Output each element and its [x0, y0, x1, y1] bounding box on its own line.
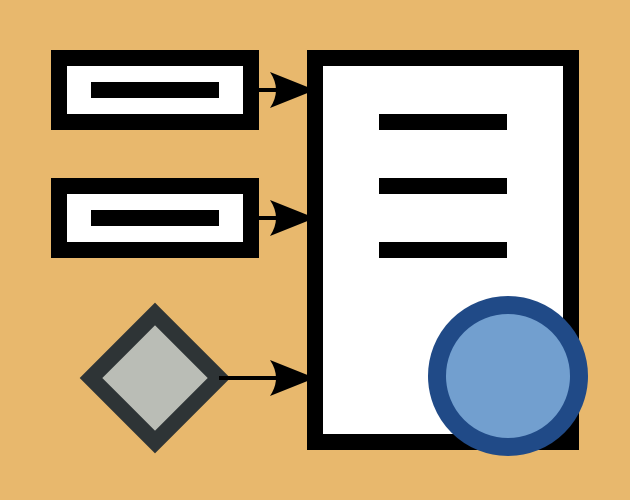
arrow-1: [259, 72, 315, 108]
input-box-1: [51, 50, 259, 130]
arrow-2: [259, 200, 315, 236]
arrow-3-head: [270, 360, 315, 396]
output-document-line-3: [379, 242, 507, 258]
arrow-2-head: [270, 200, 315, 236]
input-box-2: [51, 178, 259, 258]
output-document-line-2: [379, 178, 507, 194]
arrow-3: [219, 360, 315, 396]
status-circle-icon: [428, 296, 588, 456]
arrow-1-head: [270, 72, 315, 108]
decision-diamond: [79, 302, 231, 454]
output-document-line-1: [379, 114, 507, 130]
input-box-1-line: [91, 82, 219, 98]
input-box-2-line: [91, 210, 219, 226]
